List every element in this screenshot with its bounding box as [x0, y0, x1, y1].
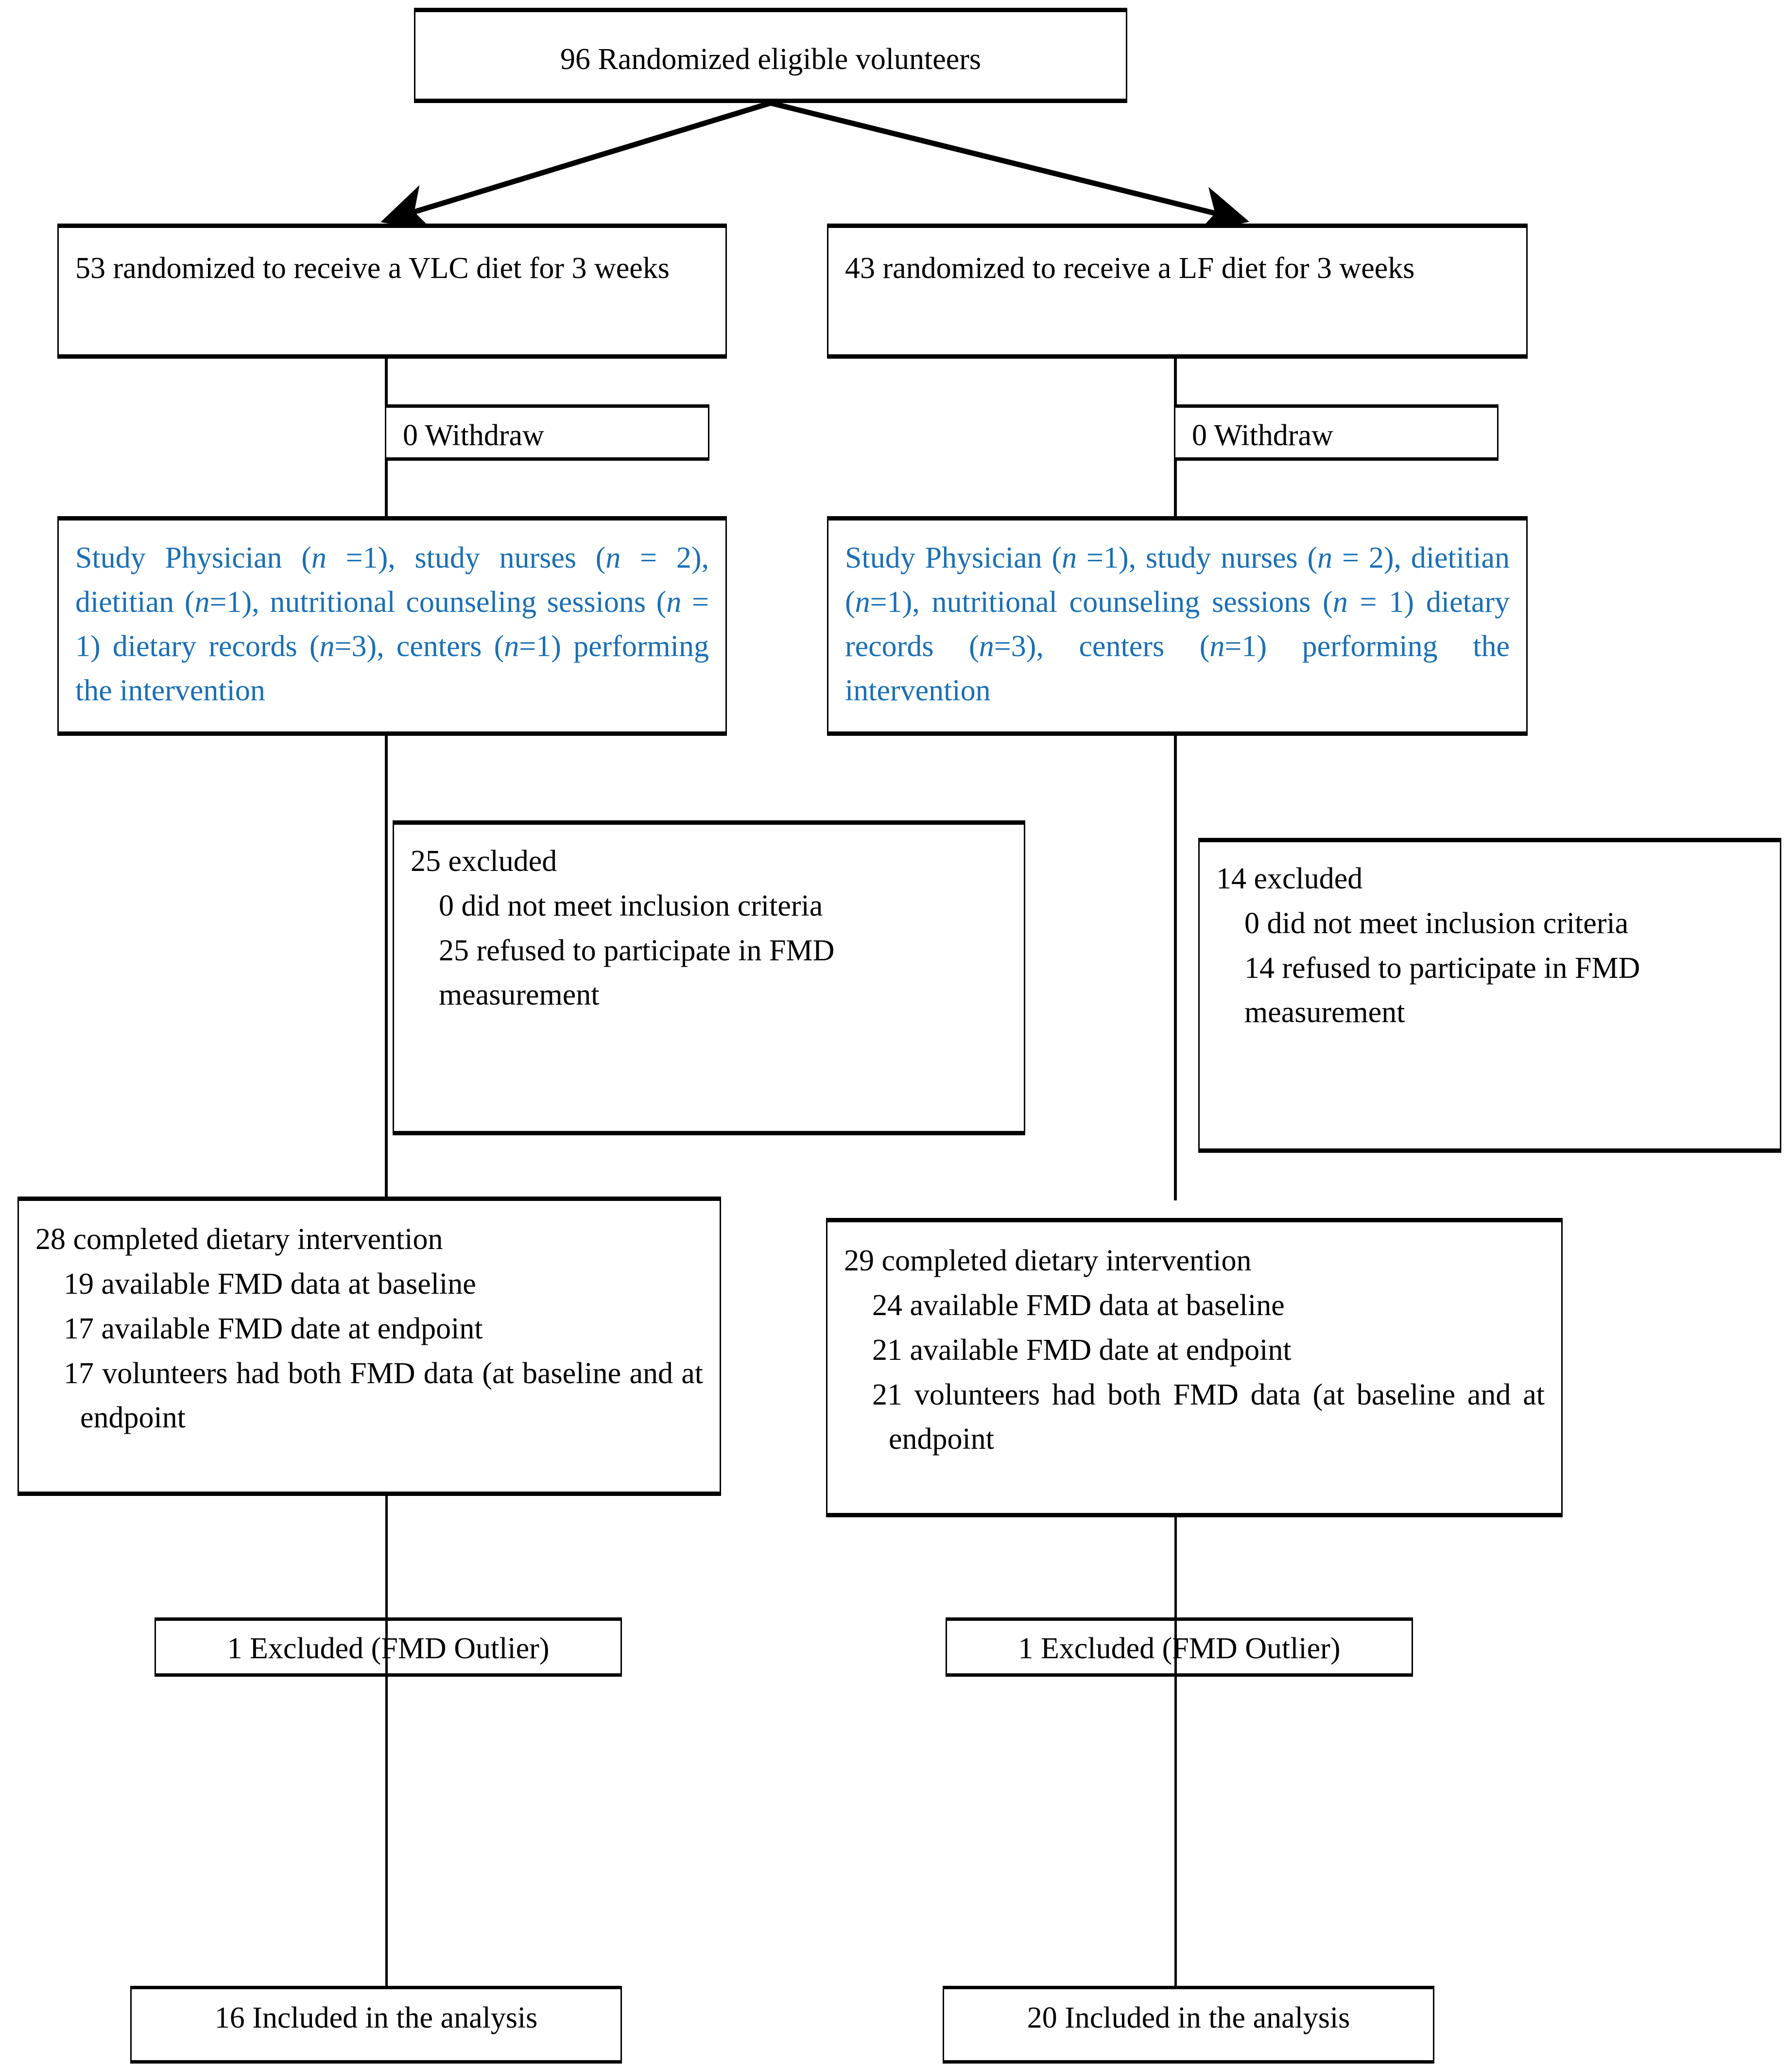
intervention-staff-box-vlc: Study Physician (n =1), study nurses (n …: [57, 516, 727, 736]
completed-heading-lf: 29 completed dietary intervention: [844, 1244, 1252, 1277]
allocation-label-lf: 43 randomized to receive a LF diet for 3…: [845, 252, 1415, 285]
analysis-label-vlc: 16 Included in the analysis: [214, 2001, 538, 2034]
n-italic-6: n: [1209, 630, 1225, 663]
n-italic-2: n: [605, 541, 621, 574]
completed-detail-vlc-0: 19 available FMD data at baseline: [64, 1267, 476, 1301]
staff-text-seg-3: = 2), dietitian (: [75, 541, 709, 619]
staff-text-seg-1: Study Physician (: [75, 541, 311, 574]
analysis-box-lf: 20 Included in the analysis: [943, 1986, 1434, 2064]
intervention-staff-box-lf: Study Physician (n =1), study nurses (n …: [827, 516, 1528, 736]
n-italic-5: n: [319, 630, 335, 663]
outlier-excluded-label-lf: 1 Excluded (FMD Outlier): [1018, 1632, 1341, 1665]
staff-text-seg-5: = 1) dietary records (: [845, 586, 1510, 663]
outlier-excluded-box-vlc: 1 Excluded (FMD Outlier): [155, 1617, 622, 1677]
outlier-excluded-label-vlc: 1 Excluded (FMD Outlier): [227, 1632, 550, 1665]
connector-vlc-staff-to-completed: [385, 734, 388, 1200]
completed-detail-vlc-1: 17 available FMD date at endpoint: [64, 1312, 483, 1345]
withdraw-box-lf: 0 Withdraw: [1174, 404, 1499, 461]
allocation-label-vlc: 53 randomized to receive a VLC diet for …: [75, 252, 670, 285]
intervention-staff-label-lf: Study Physician (n =1), study nurses (n …: [828, 536, 1526, 713]
staff-text-seg-7: =1) performing the intervention: [845, 630, 1510, 708]
n-italic-1: n: [311, 541, 327, 574]
staff-text-seg-7: =1) performing the intervention: [75, 630, 709, 708]
analysis-box-vlc: 16 Included in the analysis: [130, 1986, 622, 2064]
n-italic-2: n: [1317, 541, 1333, 574]
n-italic-3: n: [855, 586, 870, 619]
n-italic-4: n: [666, 586, 682, 619]
connector-lf-outlier-to-analysis: [1174, 1617, 1177, 1987]
n-italic-6: n: [504, 630, 519, 663]
excluded-box-lf: 14 excluded 0 did not meet inclusion cri…: [1198, 838, 1781, 1153]
connector-vlc-completed-to-outlier: [385, 1496, 388, 1617]
withdraw-label-vlc: 0 Withdraw: [403, 419, 544, 452]
analysis-label-lf: 20 Included in the analysis: [1027, 2001, 1350, 2034]
n-italic-3: n: [194, 586, 210, 619]
completed-detail-vlc-2: 17 volunteers had both FMD data (at base…: [64, 1357, 703, 1435]
intervention-staff-label-vlc: Study Physician (n =1), study nurses (n …: [59, 536, 725, 713]
allocation-box-vlc: 53 randomized to receive a VLC diet for …: [57, 224, 727, 359]
excluded-reason-vlc-0: 0 did not meet inclusion criteria: [439, 889, 823, 922]
completed-box-vlc: 28 completed dietary intervention 19 ava…: [17, 1197, 721, 1496]
staff-text-seg-5: = 1) dietary records (: [75, 586, 709, 663]
staff-text-seg-6: =3), centers (: [994, 630, 1210, 663]
staff-text-seg-1: Study Physician (: [845, 541, 1062, 574]
n-italic-1: n: [1062, 541, 1077, 574]
staff-text-seg-6: =3), centers (: [334, 630, 504, 663]
staff-text-seg-2: =1), study nurses (: [326, 541, 606, 574]
excluded-reason-lf-1: 14 refused to participate in FMD measure…: [1244, 952, 1640, 1029]
excluded-heading-lf: 14 excluded: [1216, 862, 1363, 895]
completed-detail-lf-0: 24 available FMD data at baseline: [872, 1289, 1285, 1322]
outlier-excluded-box-lf: 1 Excluded (FMD Outlier): [946, 1617, 1413, 1677]
n-italic-4: n: [1332, 586, 1348, 619]
withdraw-box-vlc: 0 Withdraw: [385, 404, 709, 461]
withdraw-label-lf: 0 Withdraw: [1192, 419, 1333, 452]
staff-text-seg-4: =1), nutritional counseling sessions (: [209, 586, 667, 619]
connector-lf-staff-to-completed: [1174, 734, 1177, 1200]
completed-heading-vlc: 28 completed dietary intervention: [35, 1223, 443, 1256]
completed-detail-lf-2: 21 volunteers had both FMD data (at base…: [872, 1378, 1545, 1456]
completed-detail-lf-1: 21 available FMD date at endpoint: [872, 1334, 1292, 1367]
completed-box-lf: 29 completed dietary intervention 24 ava…: [826, 1218, 1563, 1517]
excluded-reason-vlc-1: 25 refused to participate in FMD measure…: [439, 934, 835, 1012]
staff-text-seg-3: = 2), dietitian (: [845, 541, 1510, 619]
enrollment-box: 96 Randomized eligible volunteers: [414, 8, 1127, 103]
n-italic-5: n: [979, 630, 994, 663]
excluded-box-vlc: 25 excluded 0 did not meet inclusion cri…: [393, 820, 1025, 1135]
connector-vlc-outlier-to-analysis: [385, 1617, 388, 1987]
staff-text-seg-2: =1), study nurses (: [1077, 541, 1318, 574]
excluded-heading-vlc: 25 excluded: [411, 845, 557, 878]
connector-lf-completed-to-outlier: [1174, 1496, 1177, 1617]
enrollment-label: 96 Randomized eligible volunteers: [560, 43, 982, 76]
excluded-reason-lf-0: 0 did not meet inclusion criteria: [1244, 907, 1629, 940]
allocation-box-lf: 43 randomized to receive a LF diet for 3…: [827, 224, 1528, 359]
staff-text-seg-4: =1), nutritional counseling sessions (: [870, 586, 1333, 619]
